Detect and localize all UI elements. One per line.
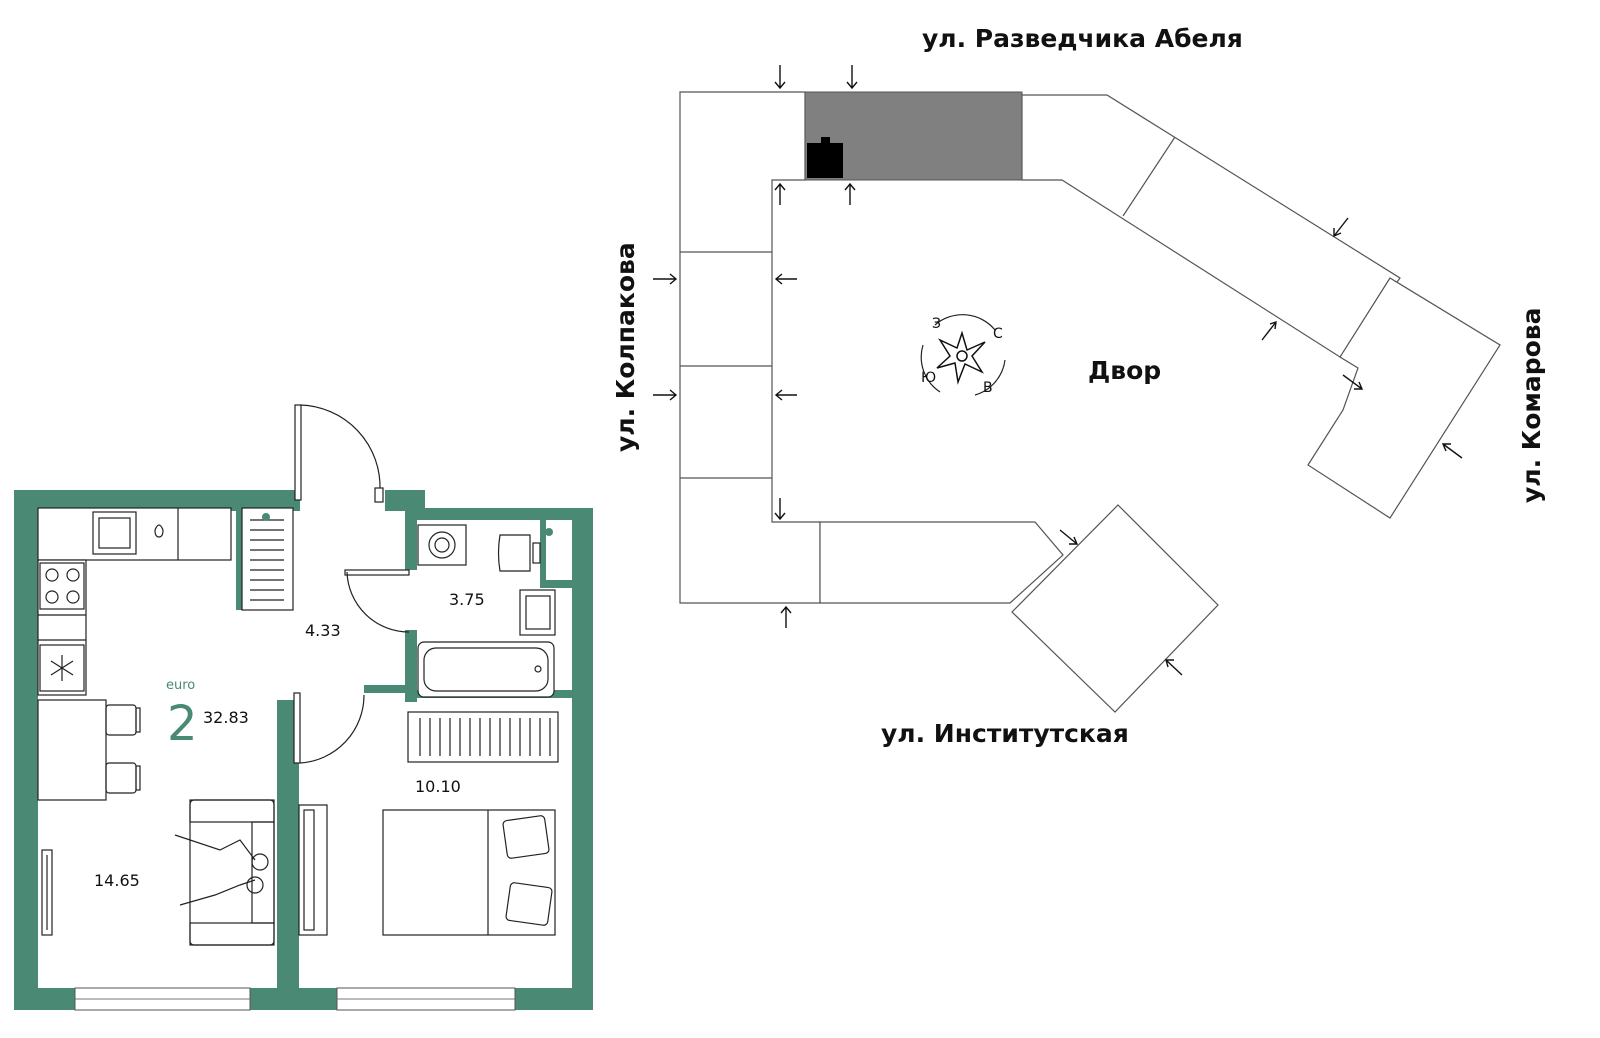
tv-living [41, 849, 53, 936]
bed [382, 809, 556, 936]
courtyard-label: Двор [1088, 356, 1161, 385]
street-west: ул. Колпакова [611, 242, 640, 452]
compass-west: З [932, 316, 941, 332]
living-kitchen-area: 14.65 [94, 871, 140, 890]
windows [74, 987, 516, 1011]
entrance-arrows [653, 65, 1463, 676]
apartment-location-marker [807, 143, 843, 178]
sofa [174, 799, 275, 946]
dining-table [37, 699, 141, 801]
bathroom-door [344, 569, 410, 633]
entrance-door [294, 404, 384, 503]
street-north: ул. Разведчика Абеля [922, 24, 1243, 53]
bathroom-area: 3.75 [449, 590, 485, 609]
street-east: ул. Комарова [1517, 308, 1546, 503]
street-south: ул. Институтская [881, 719, 1129, 748]
kitchen-unit [37, 507, 232, 696]
apartment-type-label: euro [166, 678, 195, 693]
bedroom-door [293, 692, 365, 764]
compass-rose: С В Ю З [920, 314, 1006, 396]
hall-wardrobe [241, 507, 294, 611]
compass-east: В [983, 380, 993, 396]
apartment-plan: euro 2 32.83 4.33 3.75 10.10 14.65 [14, 404, 593, 1011]
room-count: 2 [167, 696, 198, 752]
total-area: 32.83 [203, 708, 249, 727]
bathroom-fixtures [417, 524, 556, 698]
hall-area: 4.33 [305, 621, 341, 640]
bedroom-wardrobe [407, 711, 559, 763]
site-plan: С В Ю З Двор ул. Разведчика Абеля ул. Ин… [611, 24, 1546, 748]
building-outline [679, 91, 1501, 713]
compass-north: С [993, 326, 1003, 342]
tv-bedroom [298, 804, 328, 936]
compass-south: Ю [921, 370, 936, 386]
bedroom-area: 10.10 [415, 777, 461, 796]
